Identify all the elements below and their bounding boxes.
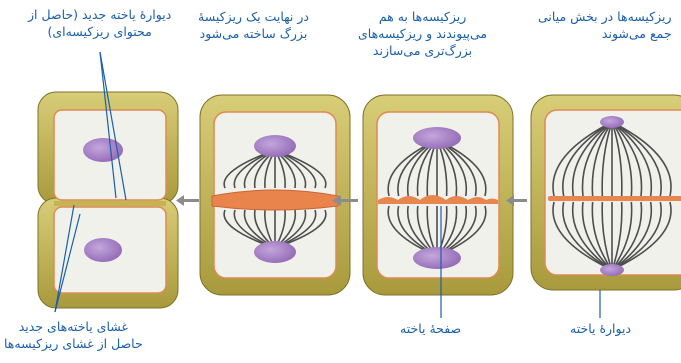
label-vesicles-gather: ریزکیسه‌ها در بخش میانی جمع می‌شوند xyxy=(538,8,672,42)
label-new-cell-wall: دیوارهٔ یاخته جدید (حاصل از محتوای ریزکی… xyxy=(28,6,171,40)
label-cell-wall: دیوارهٔ یاخته xyxy=(570,320,631,337)
label-vesicles-join: ریزکیسه‌ها به هم می‌پیوندند و ریزکیسه‌ها… xyxy=(358,8,487,59)
label-large-vesicle: در نهایت یک ریزکیسهٔ بزرگ ساخته می‌شود xyxy=(198,8,309,42)
label-cell-plate: صفحهٔ یاخته xyxy=(400,320,461,337)
label-new-membranes: غشای یاخته‌های جدید حاصل از غشای ریزکیسه… xyxy=(4,318,143,352)
